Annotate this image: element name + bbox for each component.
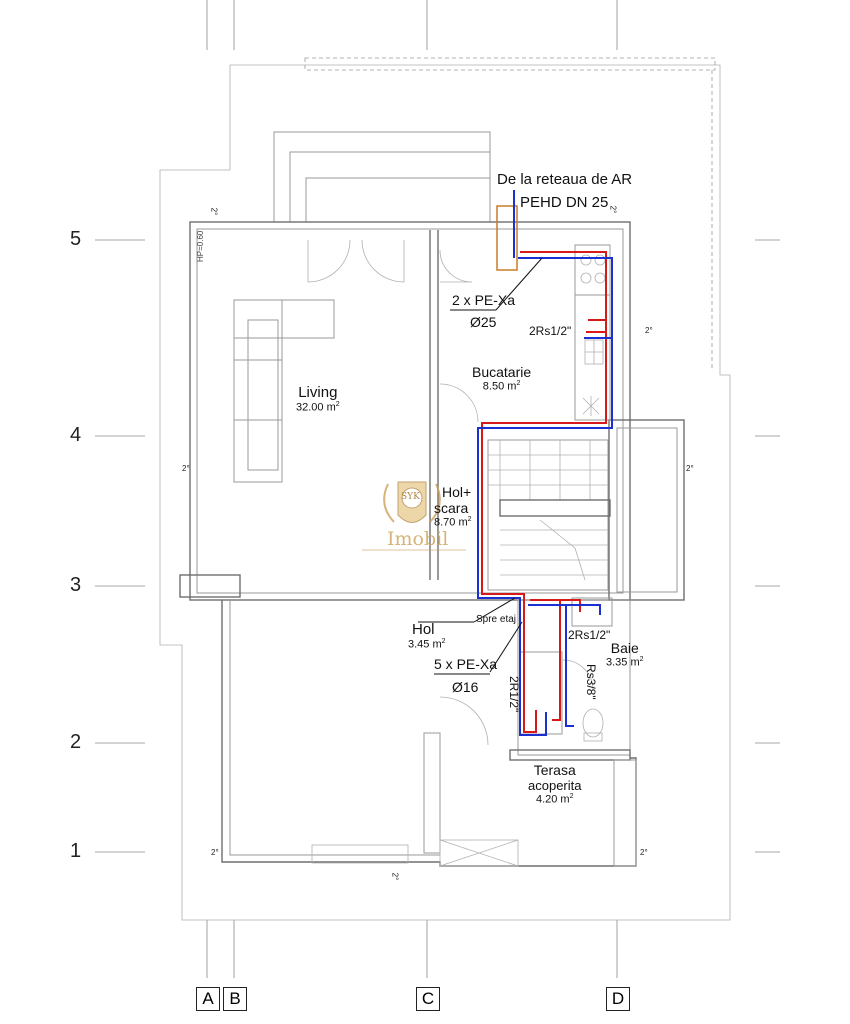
grid-lines: [95, 0, 780, 978]
cold-water-pipe: [477, 257, 613, 736]
room-living: Living 32.00 m2: [296, 384, 340, 414]
room-name: Baie: [610, 640, 639, 656]
terrace: [311, 839, 519, 867]
fitting-kitchen: 2Rs1/2": [529, 324, 572, 338]
room-terrace: Terasa acoperita 4.20 m2: [528, 762, 581, 806]
leaders: [418, 257, 543, 675]
watermark-brand: Imobil: [387, 528, 449, 550]
fitting-bath-top: 2Rs1/2": [568, 628, 611, 642]
watermark-logo: [362, 481, 466, 551]
room-name: Hol+: [442, 484, 472, 500]
room-area: 32.00 m2: [296, 401, 340, 414]
slope-mark: 2°: [182, 464, 190, 473]
room-kitchen: Bucatarie 8.50 m2: [472, 364, 531, 393]
room-area: 8.50 m2: [482, 380, 521, 393]
supply-title: De la reteaua de AR: [497, 171, 633, 188]
room-hall: Hol 3.45 m2: [408, 621, 446, 651]
pipe-diameter-branch: Ø16: [452, 679, 479, 695]
pipe-diameter-main: Ø25: [470, 314, 497, 330]
fitting-upper-floor: Spre etaj: [476, 614, 517, 625]
room-area: 8.70 m2: [434, 516, 472, 529]
stairs: [487, 439, 611, 591]
axis-col-d: D: [606, 987, 630, 1011]
fitting-bath-right: Rs3/8": [584, 664, 598, 700]
room-area: 3.35 m2: [606, 656, 644, 669]
room-area: 4.20 m2: [535, 793, 574, 806]
slope-mark: 2°: [640, 848, 648, 857]
slope-mark: 2°: [209, 207, 219, 216]
slope-mark: 2°: [211, 848, 219, 857]
room-name: Bucatarie: [472, 364, 532, 380]
upper-block: [273, 131, 491, 223]
room-name: Living: [298, 384, 338, 401]
axis-col-a: A: [196, 987, 220, 1011]
axis-col-c: C: [416, 987, 440, 1011]
room-bath: Baie 3.35 m2: [606, 640, 644, 669]
hot-water-pipe: [481, 251, 607, 733]
room-name: Terasa: [533, 762, 576, 778]
slope-mark: 2°: [608, 205, 618, 214]
pipe-label-main: 2 x PE-Xa: [452, 292, 516, 308]
axis-col-b: B: [223, 987, 247, 1011]
room-name: Hol: [412, 621, 435, 638]
slope-mark: 2°: [686, 464, 694, 473]
supply-pipe-label: PEHD DN 25: [520, 194, 609, 211]
watermark-badge: SYK: [401, 492, 420, 502]
supply-pipe: [496, 190, 518, 271]
fitting-bath-left: 2R1/2": [507, 676, 521, 713]
roof-outline: [159, 57, 731, 921]
walls: [179, 221, 685, 867]
sofa: [233, 299, 335, 483]
axis-row-5: 5: [70, 228, 82, 250]
axis-row-3: 3: [70, 574, 82, 596]
room-hall-stair: Hol+ scara 8.70 m2: [434, 484, 472, 529]
sill-height: HP=0.60: [196, 230, 205, 262]
room-name-2: scara: [434, 500, 469, 516]
axis-row-4: 4: [70, 424, 82, 446]
slope-mark: 2°: [645, 326, 653, 335]
doors: [307, 239, 594, 746]
pipe-label-branch: 5 x PE-Xa: [434, 656, 498, 672]
room-name-2: acoperita: [528, 778, 582, 793]
axis-row-2: 2: [70, 731, 82, 753]
axis-row-1: 1: [70, 840, 82, 862]
slope-mark: 2°: [390, 872, 400, 881]
room-area: 3.45 m2: [408, 638, 446, 651]
